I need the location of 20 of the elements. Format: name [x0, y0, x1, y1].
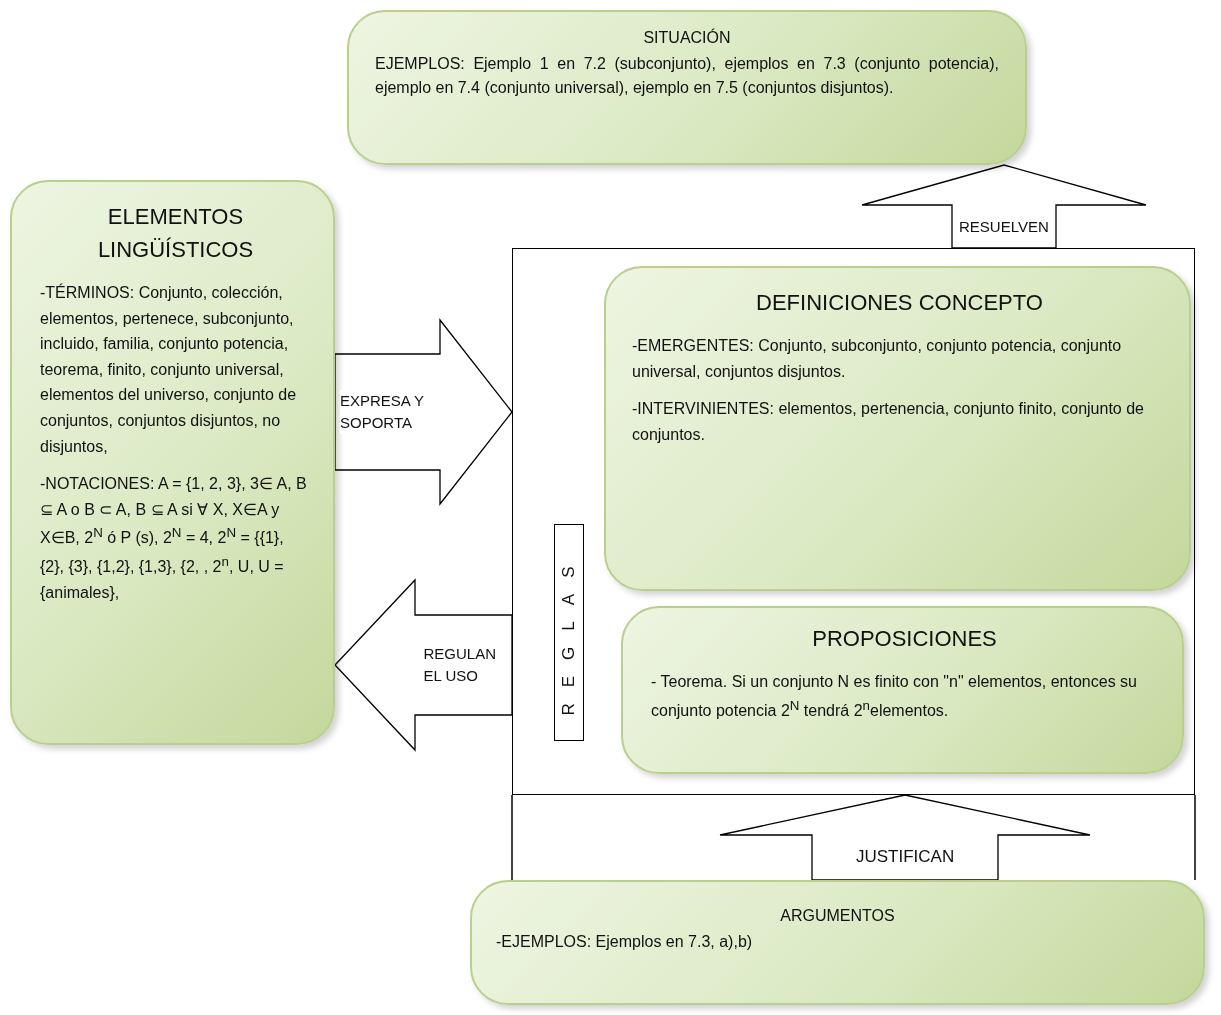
node-text: -INTERVINIENTES: elementos, pertenencia, conjunto finito, conjunto de conjuntos. [632, 399, 1145, 445]
node-text: -EMERGENTES: Conjunto, subconjunto, conjunto potencia, conjunto universal, conjuntos disjuntos. [632, 336, 1123, 382]
node-text: - Teorema. Si un conjunto N es finito con "n" elementos, entonces su conjunto potencia 2$^{N}$ tendrá 2$^{n}$elementos. [651, 672, 1138, 721]
node-title: ARGUMENTOS [779, 906, 896, 926]
node-title: ELEMENTOS LINGÜÍSTICOS [96, 203, 255, 264]
vertical-label: REGLAS [559, 550, 579, 715]
node-title: SITUACIÓN [642, 27, 732, 48]
node-text: EJEMPLOS: Ejemplo 1 en 7.2 (subconjunto), ejemplos en 7.3 (conjunto potencia), ejemplo en 7.4 (conjunto universal), ejemplo en 7.5 (conjuntos disjuntos). [375, 54, 999, 98]
node-title: PROPOSICIONES [811, 625, 998, 653]
node-title: DEFINICIONES CONCEPTO [755, 289, 1044, 317]
frame-box [512, 248, 1195, 795]
rounded-box [621, 606, 1184, 774]
rounded-box [10, 180, 335, 745]
rounded-box [604, 266, 1191, 591]
node-text: -NOTACIONES: A = {1, 2, 3}, 3∈ A, B ⊆ A o B ⊂ A, B ⊆ A si ∀ X, X∈A y X∈B, 2$^{N}$ ó P (s), 2$^{N}$ = 4, 2$^{N}$ = {{1}, {2}, {3}, {1,2}, {1,3}, {2, , 2$^{n}$, U, U = {animales}, [40, 474, 308, 604]
vertical-label-box [554, 524, 584, 741]
rounded-box [470, 880, 1205, 1005]
node-text: -TÉRMINOS: Conjunto, colección, elementos, pertenece, subconjunto, incluido, familia, conjunto potencia, teorema, finito, conjunto universal, elementos del universo, conjunto de conjuntos, conjuntos disjuntos, no disjuntos, [40, 282, 298, 457]
rounded-box [347, 10, 1027, 165]
node-text: -EJEMPLOS: Ejemplos en 7.3, a),b) [496, 932, 754, 952]
